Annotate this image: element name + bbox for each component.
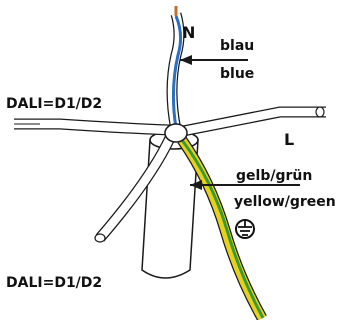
dali-label-bottom: DALI=D1/D2 [6,275,102,291]
earth-wire [177,136,267,320]
neutral-wire [166,6,185,132]
blue-label-en: blue [220,66,254,82]
blue-label-de: blau [220,38,254,54]
dali-wire-upper [14,118,171,136]
line-wire [176,106,326,138]
dali-label-top: DALI=D1/D2 [6,96,102,112]
earth-label-de: gelb/grün [236,168,312,184]
dali-wire-lower [94,135,175,243]
cable-bundle-center [164,123,188,143]
earth-label-en: yellow/green [234,194,336,210]
earth-leader [190,180,300,190]
line-label: L [284,130,294,149]
neutral-label: N [182,23,195,42]
ground-symbol-icon [235,219,255,239]
neutral-leader [180,55,248,65]
